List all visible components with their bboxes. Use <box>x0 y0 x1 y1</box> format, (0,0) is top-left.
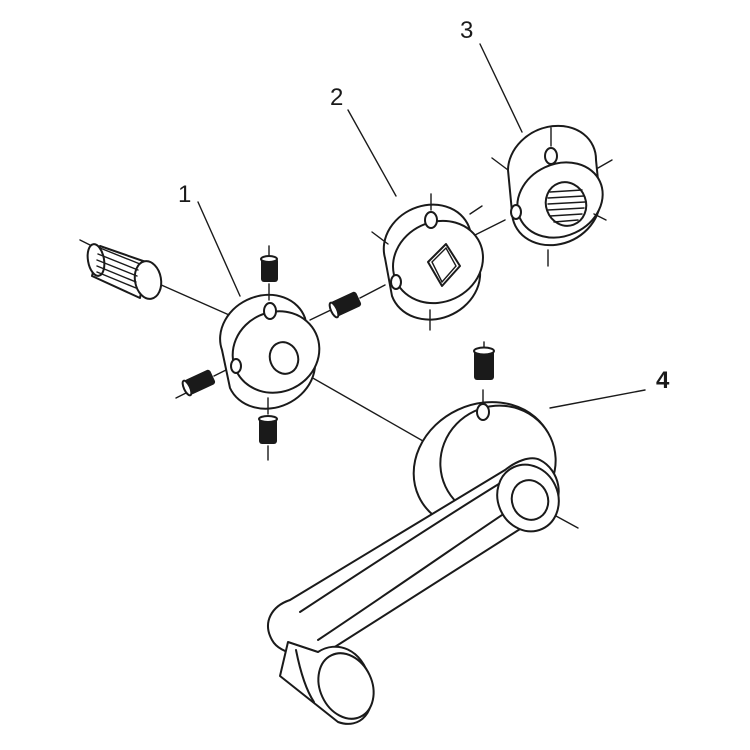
callout-1-label: 1 <box>178 181 191 208</box>
round-bore <box>268 341 300 375</box>
part-3-splined-collar <box>491 124 613 267</box>
square-bore <box>427 243 461 287</box>
callout-leaders <box>197 43 646 409</box>
set-screw-hole <box>424 211 438 229</box>
callout-2-label: 2 <box>330 84 343 111</box>
callout-4-label: 4 <box>656 367 670 394</box>
set-screw-hole <box>476 403 490 421</box>
part-2-square-bore-collar <box>371 193 484 331</box>
set-screw-hole <box>544 147 558 165</box>
set-screw-hole <box>263 302 277 320</box>
set-screw-hole <box>390 274 402 290</box>
knurl-lines <box>96 247 141 289</box>
set-screw-hole <box>230 358 242 374</box>
part-4-crank-handle <box>267 341 560 725</box>
set-screws-part-1 <box>175 245 362 461</box>
knurled-knob <box>86 243 163 300</box>
shaft-bore <box>510 479 550 521</box>
callout-3-label: 3 <box>460 17 473 44</box>
set-screw-hole <box>510 204 522 220</box>
callout-labels: 1 2 3 4 <box>178 17 670 394</box>
spline-hatching <box>547 189 586 223</box>
part-1-plain-collar <box>219 293 321 410</box>
